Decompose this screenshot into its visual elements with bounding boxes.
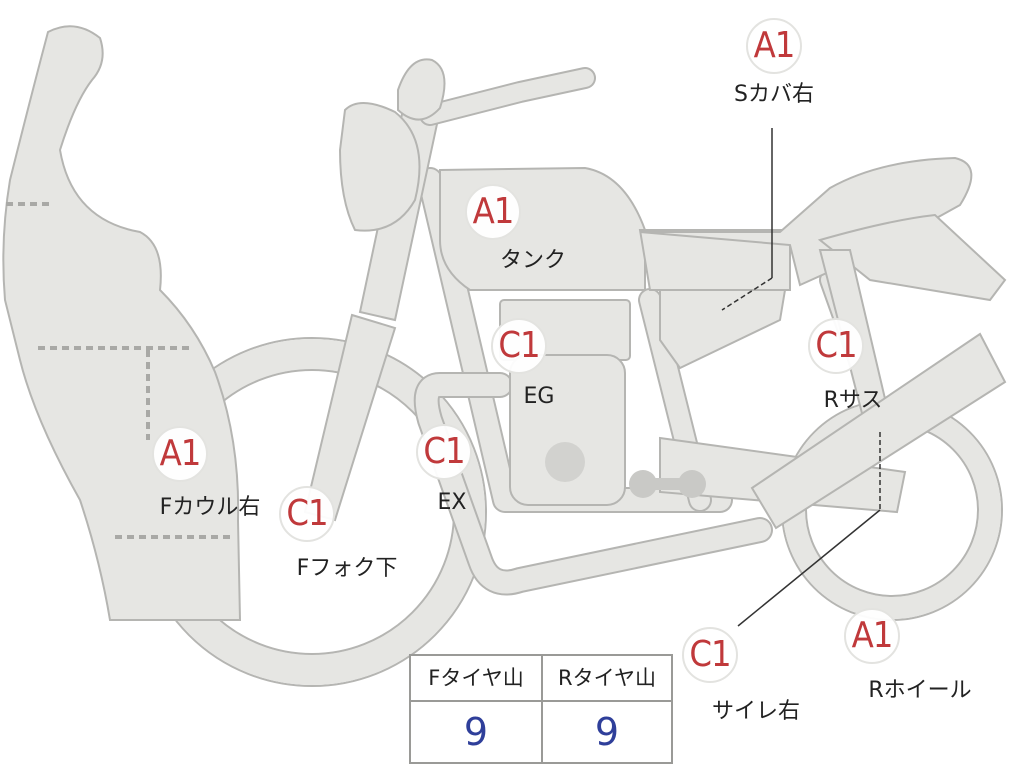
part-label: Rサス [823, 388, 883, 413]
part-label: Sカバ右 [734, 82, 814, 107]
part-label: EG [523, 384, 555, 409]
side-cover [659, 289, 787, 370]
tire-tread-table: Fタイヤ山 Rタイヤ山 9 9 [409, 654, 673, 764]
grade-badge: A1 [844, 608, 900, 664]
front-fork-lower [303, 313, 397, 522]
seat-cowl [817, 213, 1007, 302]
seat-base [638, 229, 791, 291]
part-label: EX [437, 490, 467, 515]
grade-badge: A1 [465, 184, 521, 240]
exhaust-pipe [413, 372, 773, 596]
part-label: Rホイール [868, 678, 972, 703]
front-cowl [2, 25, 242, 621]
grade-badge: C1 [491, 318, 547, 374]
grade-badge: C1 [808, 318, 864, 374]
part-label: サイレ右 [711, 699, 801, 724]
mirror [397, 58, 446, 121]
headlight-cowl [338, 102, 421, 232]
grade-badge: A1 [746, 18, 802, 74]
grade-badge: C1 [416, 424, 472, 480]
part-label: タンク [499, 248, 567, 273]
part-label: Fフォク下 [296, 556, 398, 581]
grade-badge: A1 [152, 426, 208, 482]
part-label: Fカウル右 [159, 495, 261, 520]
grade-badge: C1 [279, 486, 335, 542]
rear-tire-tread-value: 9 [594, 710, 620, 754]
grade-badge: C1 [682, 627, 738, 683]
silencer [750, 332, 1007, 530]
rear-tire-tread-header: Rタイヤ山 [543, 656, 671, 702]
front-tire-tread-value: 9 [411, 702, 543, 762]
front-tire-tread-header: Fタイヤ山 [411, 656, 543, 702]
